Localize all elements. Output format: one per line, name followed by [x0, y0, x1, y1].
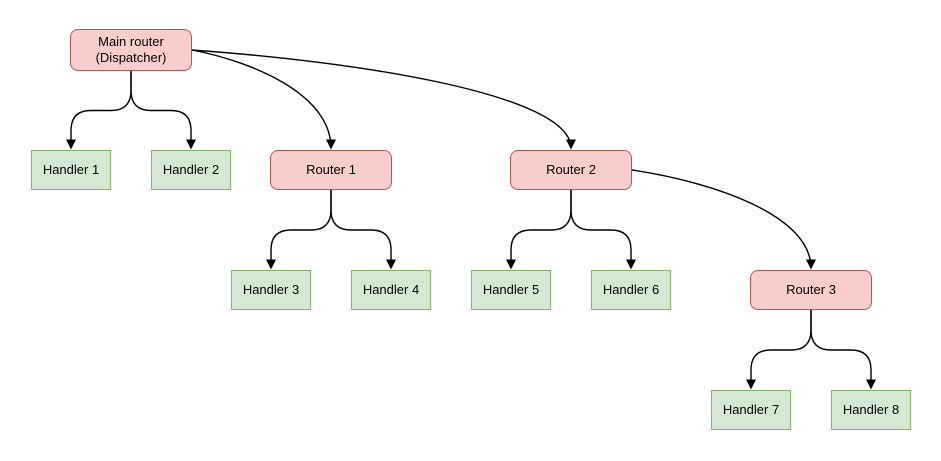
edge-main-to-r2	[191, 49, 576, 150]
node-h5-handler: Handler 5	[471, 270, 551, 310]
edge-main-to-r1	[191, 49, 336, 150]
edge-r2-to-r3	[631, 169, 816, 270]
node-h7-handler: Handler 7	[711, 390, 791, 430]
node-r2-router: Router 2	[510, 150, 632, 190]
node-main-router: Main router (Dispatcher)	[70, 29, 192, 71]
node-r3-router: Router 3	[750, 270, 872, 310]
edge-main-to-h2	[130, 71, 196, 150]
edge-r2-to-h5	[506, 190, 572, 270]
edge-r3-to-h7	[746, 310, 812, 390]
node-h6-handler: Handler 6	[591, 270, 671, 310]
edge-r1-to-h4	[330, 190, 396, 270]
node-r1-router: Router 1	[270, 150, 392, 190]
node-h1-handler: Handler 1	[31, 150, 111, 190]
node-h8-handler: Handler 8	[831, 390, 911, 430]
node-h2-handler: Handler 2	[151, 150, 231, 190]
edge-main-to-h1	[66, 71, 132, 150]
node-h3-handler: Handler 3	[231, 270, 311, 310]
node-h4-handler: Handler 4	[351, 270, 431, 310]
edge-r3-to-h8	[810, 310, 876, 390]
edge-r1-to-h3	[266, 190, 332, 270]
edge-r2-to-h6	[570, 190, 636, 270]
